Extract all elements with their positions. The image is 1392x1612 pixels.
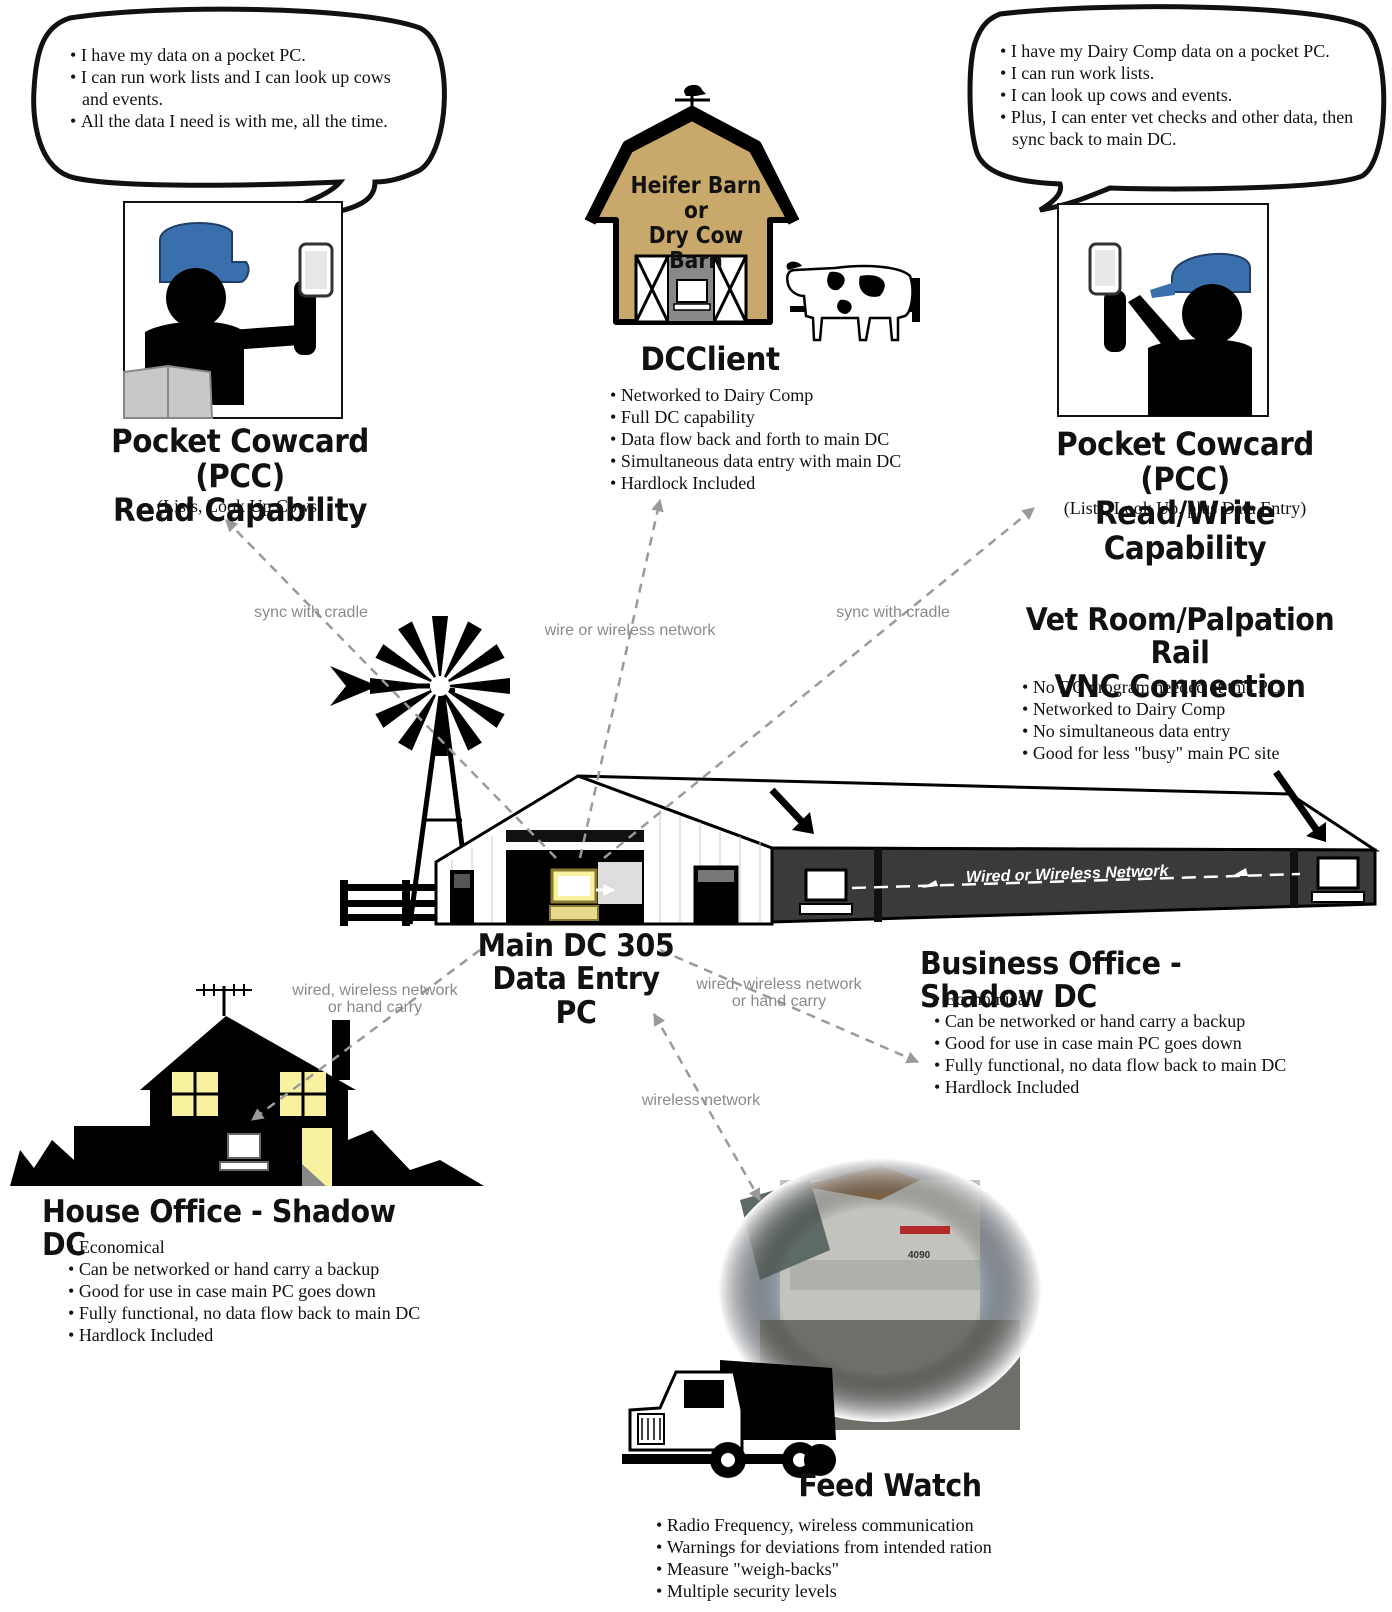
link-label-sync-right: sync with cradle (830, 604, 956, 621)
dcclient-bullets: Networked to Dairy Comp Full DC capabili… (610, 384, 901, 494)
computer-icon (1312, 858, 1364, 902)
vet-room-bullet: No DC program needed at this PC (1022, 676, 1280, 698)
computer-icon (800, 870, 852, 914)
bubble-left-item: I have my data on a pocket PC. (70, 44, 420, 66)
link-label-business: wired, wireless network or hand carry (694, 976, 864, 1010)
main-dc-title-line1: Main DC 305 (475, 930, 677, 963)
bubble-left-item: I can run work lists and I can look up c… (70, 66, 420, 110)
dcclient-bullet: Networked to Dairy Comp (610, 384, 901, 406)
feed-watch-bullet: Radio Frequency, wireless communication (656, 1514, 992, 1536)
house-office-bullet: Can be networked or hand carry a backup (68, 1258, 420, 1280)
farmer-right-icon (1058, 204, 1268, 416)
vet-room-bullet: Good for less "busy" main PC site (1022, 742, 1280, 764)
link-label-house: wired, wireless network or hand carry (290, 982, 460, 1016)
dcclient-bullet: Data flow back and forth to main DC (610, 428, 901, 450)
heifer-barn-label: Heifer Barn or Dry Cow Barn (626, 174, 767, 274)
dump-truck-icon (622, 1360, 836, 1478)
house-office-bullets: Economical Can be networked or hand carr… (68, 1236, 420, 1346)
link-label-house-line1: wired, wireless network (290, 982, 460, 999)
cow-icon (787, 262, 920, 340)
link-label-wire-wireless: wire or wireless network (540, 622, 720, 639)
dcclient-title: DCClient (600, 342, 821, 377)
link-label-feed: wireless network (636, 1092, 766, 1109)
house-office-bullet: Good for use in case main PC goes down (68, 1280, 420, 1302)
weathervane-icon (675, 85, 710, 112)
feed-watch-bullet: Measure "weigh-backs" (656, 1558, 992, 1580)
house-office-bullet: Fully functional, no data flow back to m… (68, 1302, 420, 1324)
bubble-left-text: I have my data on a pocket PC. I can run… (70, 44, 420, 132)
farmer-left-icon (124, 202, 342, 418)
main-dc-title: Main DC 305 Data Entry PC (475, 930, 677, 1030)
link-label-house-line2: or hand carry (290, 999, 460, 1016)
main-dc-title-line2: Data Entry PC (475, 963, 677, 1030)
pcc-read-title-line1: Pocket Cowcard (PCC) (74, 424, 405, 493)
business-office-bullet: Good for use in case main PC goes down (934, 1032, 1286, 1054)
vet-room-title-line1: Vet Room/Palpation Rail (1005, 604, 1355, 671)
pcc-write-subtitle: (Lists, Look Up, plus Data Entry) (1000, 498, 1370, 519)
dcclient-bullet: Full DC capability (610, 406, 901, 428)
bubble-right-item: I can run work lists. (1000, 62, 1370, 84)
heifer-barn-line1: Heifer Barn (626, 174, 767, 199)
business-office-bullet: Can be networked or hand carry a backup (934, 1010, 1286, 1032)
pcc-write-title: Pocket Cowcard (PCC) Read/Write Capabili… (1015, 427, 1355, 565)
dcclient-bullet: Hardlock Included (610, 472, 901, 494)
heifer-barn-line2: or (626, 199, 767, 224)
vet-room-bullets: No DC program needed at this PC Networke… (1022, 676, 1280, 764)
house-office-bullet: Hardlock Included (68, 1324, 420, 1346)
arrow-to-house-office (252, 950, 480, 1120)
business-office-bullet: Hardlock Included (934, 1076, 1286, 1098)
feed-watch-bullets: Radio Frequency, wireless communication … (656, 1514, 992, 1602)
business-office-bullet: Fully functional, no data flow back to m… (934, 1054, 1286, 1076)
bubble-right-item: Plus, I can enter vet checks and other d… (1000, 106, 1370, 150)
link-label-sync-left: sync with cradle (248, 604, 374, 621)
business-office-bullet: Economical (934, 988, 1286, 1010)
bubble-right-text: I have my Dairy Comp data on a pocket PC… (1000, 40, 1370, 150)
business-office-bullets: Economical Can be networked or hand carr… (934, 988, 1286, 1098)
link-label-business-line1: wired, wireless network (694, 976, 864, 993)
link-label-business-line2: or hand carry (694, 993, 864, 1010)
dcclient-bullet: Simultaneous data entry with main DC (610, 450, 901, 472)
feed-watch-title: Feed Watch (789, 1470, 991, 1503)
house-office-bullet: Economical (68, 1236, 420, 1258)
pcc-write-title-line1: Pocket Cowcard (PCC) (1015, 427, 1355, 496)
vet-room-bullet: Networked to Dairy Comp (1022, 698, 1280, 720)
bubble-right-item: I can look up cows and events. (1000, 84, 1370, 106)
pcc-read-subtitle: (Lists, Look Up Cows) (60, 496, 420, 517)
feed-watch-bullet: Multiple security levels (656, 1580, 992, 1602)
bubble-left-item: All the data I need is with me, all the … (70, 110, 420, 132)
feed-watch-bullet: Warnings for deviations from intended ra… (656, 1536, 992, 1558)
bubble-right-item: I have my Dairy Comp data on a pocket PC… (1000, 40, 1370, 62)
heifer-barn-line3: Dry Cow Barn (626, 224, 767, 274)
fence-icon (340, 880, 440, 926)
vet-room-bullet: No simultaneous data entry (1022, 720, 1280, 742)
